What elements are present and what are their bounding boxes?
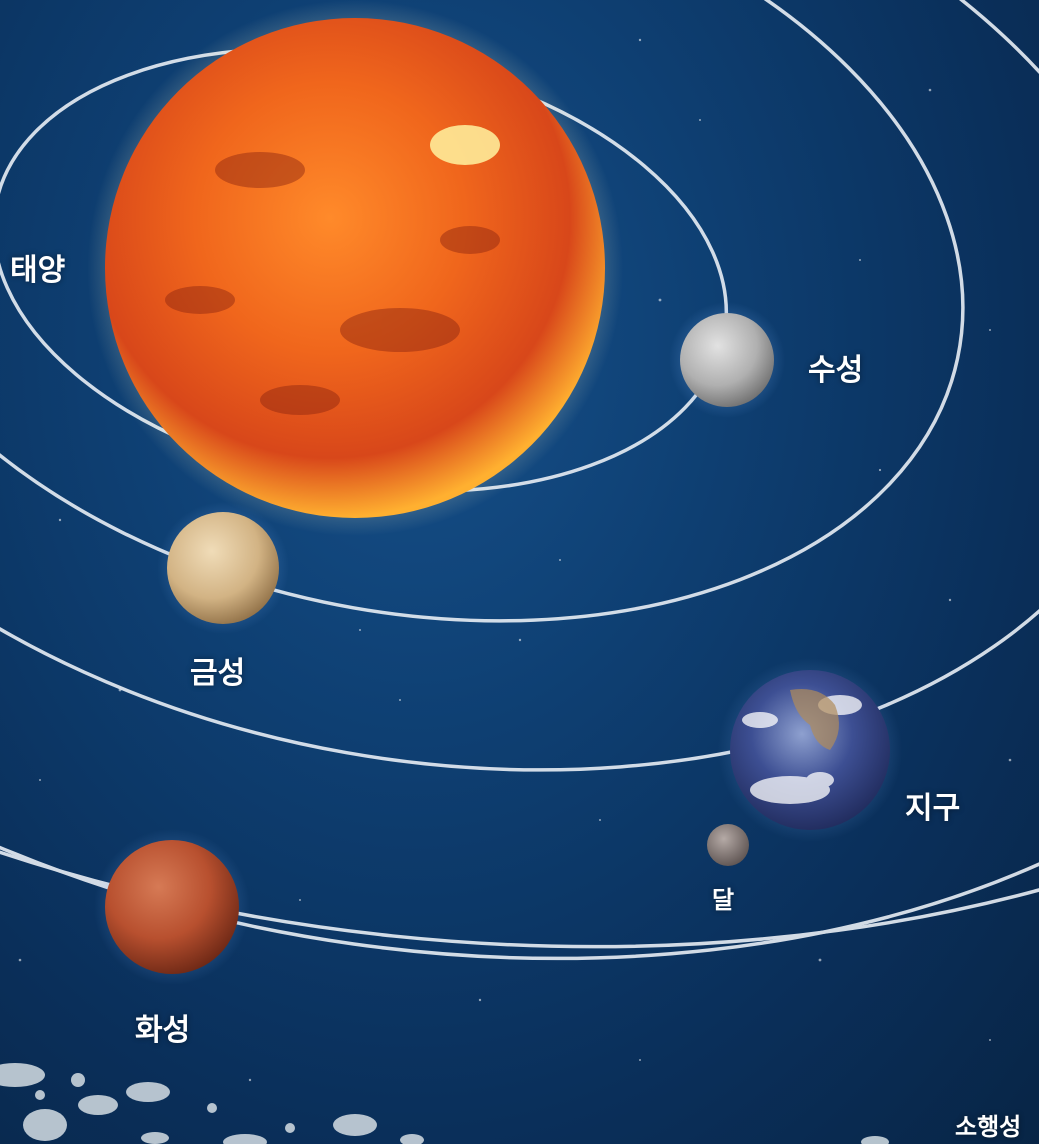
mercury-label: 수성 — [808, 353, 864, 388]
sun-surface-texture — [165, 152, 500, 415]
venus-label: 금성 — [190, 656, 246, 691]
venus-orbit — [0, 0, 965, 623]
outer-orbit — [0, 0, 1039, 949]
sun-flare — [430, 125, 500, 165]
sun — [105, 18, 605, 518]
venus — [167, 512, 279, 624]
earth-label: 지구 — [905, 791, 961, 826]
asteroid-label: 소행성 — [955, 1113, 1022, 1141]
moon-label: 달 — [712, 886, 735, 914]
earth-orbit — [0, 0, 1039, 772]
mars-orbit — [0, 0, 1039, 961]
mercury — [680, 313, 774, 407]
moon — [707, 824, 749, 866]
asteroid-belt — [0, 1063, 889, 1144]
earth-landmass — [790, 689, 839, 750]
mars — [105, 840, 239, 974]
mars-label: 화성 — [135, 1013, 191, 1048]
sun-label: 태양 — [10, 253, 66, 288]
